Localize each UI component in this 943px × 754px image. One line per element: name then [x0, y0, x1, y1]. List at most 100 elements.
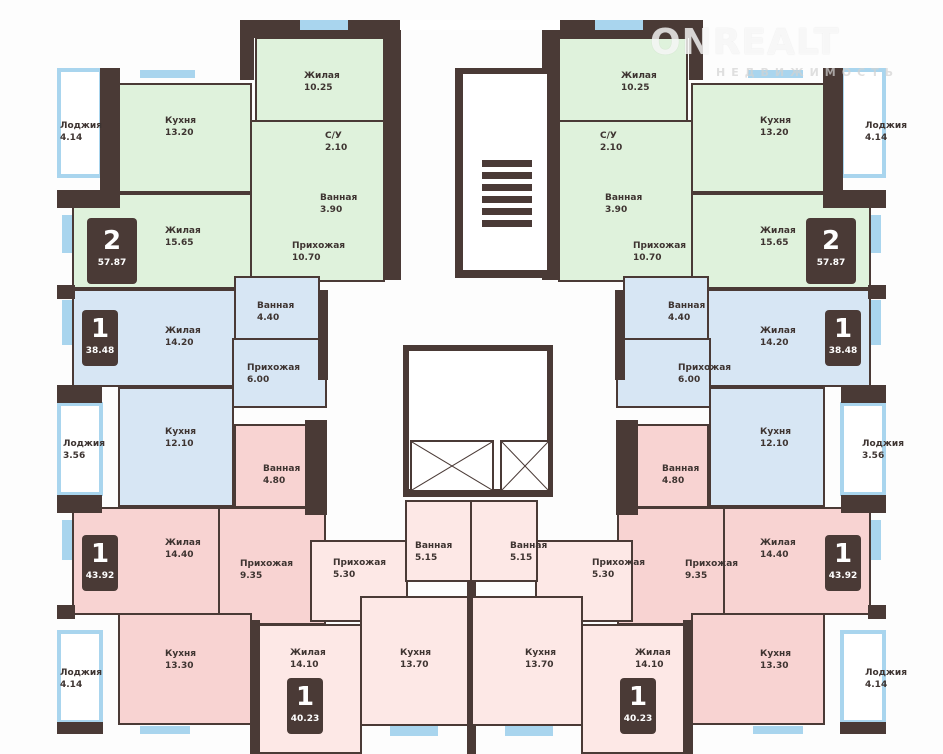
window	[62, 520, 72, 560]
stair-tread	[482, 196, 532, 203]
room-left-7	[234, 276, 320, 342]
room-area: 4.14	[60, 133, 83, 143]
room-area: 5.30	[592, 570, 615, 580]
window	[871, 520, 881, 560]
room-name: Кухня	[760, 116, 792, 126]
room-count: 1	[833, 314, 853, 344]
room-name: Ванная	[415, 541, 453, 551]
window	[62, 215, 72, 253]
wall	[318, 290, 328, 380]
room-area: 3.56	[862, 451, 885, 461]
stair-tread	[482, 160, 532, 167]
wall	[57, 495, 102, 513]
room-right-19	[470, 596, 583, 726]
room-area: 13.70	[525, 660, 554, 670]
room-name: Кухня	[165, 649, 197, 659]
room-right-20	[470, 500, 538, 582]
room-name: Лоджия	[865, 668, 907, 678]
room-left-11	[57, 402, 103, 496]
wall	[385, 20, 401, 280]
wall	[841, 495, 886, 513]
wall	[400, 20, 560, 30]
window	[62, 300, 72, 345]
room-area: 14.20	[165, 338, 194, 348]
window	[871, 300, 881, 345]
window	[753, 726, 803, 734]
room-label: Жилая 14.10	[635, 647, 671, 671]
room-name: Жилая	[165, 326, 201, 336]
window	[300, 20, 348, 30]
room-name: Лоджия	[862, 439, 904, 449]
room-area: 13.30	[165, 661, 194, 671]
room-name: Прихожая	[292, 241, 346, 251]
room-name: Кухня	[760, 649, 792, 659]
window	[390, 726, 438, 736]
room-left-9	[232, 338, 327, 408]
wall	[57, 722, 103, 734]
apartment-area: 43.92	[828, 571, 858, 581]
room-name: Прихожая	[678, 363, 732, 373]
room-area: 12.10	[760, 439, 789, 449]
room-left-15	[118, 613, 252, 725]
watermark-brand: ONREALT	[650, 22, 840, 63]
room-right-1	[691, 83, 825, 193]
room-name: Жилая	[165, 226, 201, 236]
room-area: 2.10	[325, 143, 348, 153]
stair-tread	[482, 172, 532, 179]
room-label: Кухня 13.30	[165, 648, 196, 672]
room-name: Лоджия	[60, 121, 102, 131]
room-label: Прихожая 10.70	[292, 240, 345, 264]
room-area: 15.65	[165, 238, 194, 248]
room-name: Кухня	[525, 648, 557, 658]
room-label: Кухня 13.70	[400, 647, 431, 671]
room-area: 3.56	[63, 451, 86, 461]
room-area: 13.70	[400, 660, 429, 670]
window	[140, 70, 195, 78]
room-name: Ванная	[662, 464, 700, 474]
room-name: Ванная	[668, 301, 706, 311]
room-area: 14.20	[760, 338, 789, 348]
room-area: 5.15	[415, 553, 438, 563]
room-area: 10.70	[292, 253, 321, 263]
wall	[616, 420, 638, 515]
room-name: Кухня	[400, 648, 432, 658]
room-right-6	[558, 120, 693, 282]
room-area: 2.10	[600, 143, 623, 153]
room-area: 14.40	[760, 550, 789, 560]
room-right-14	[617, 507, 725, 625]
room-name: Ванная	[510, 541, 548, 551]
room-area: 14.10	[635, 660, 664, 670]
window	[595, 20, 643, 30]
room-count: 2	[102, 226, 122, 256]
room-area: 9.35	[240, 571, 263, 581]
room-label: Кухня 12.10	[760, 426, 791, 450]
room-name: Прихожая	[592, 558, 646, 568]
room-left-12	[234, 424, 308, 508]
wall	[823, 68, 843, 208]
room-name: Кухня	[760, 427, 792, 437]
stair-tread	[482, 208, 532, 215]
room-left-6	[250, 120, 385, 282]
room-label: Прихожая 5.30	[592, 557, 645, 581]
room-area: 10.70	[633, 253, 662, 263]
room-name: Ванная	[605, 193, 643, 203]
room-name: Жилая	[635, 648, 671, 658]
room-label: Ванная 5.15	[415, 540, 452, 564]
room-name: С/У	[600, 131, 617, 141]
apartment-area: 40.23	[290, 714, 320, 724]
room-area: 15.65	[760, 238, 789, 248]
